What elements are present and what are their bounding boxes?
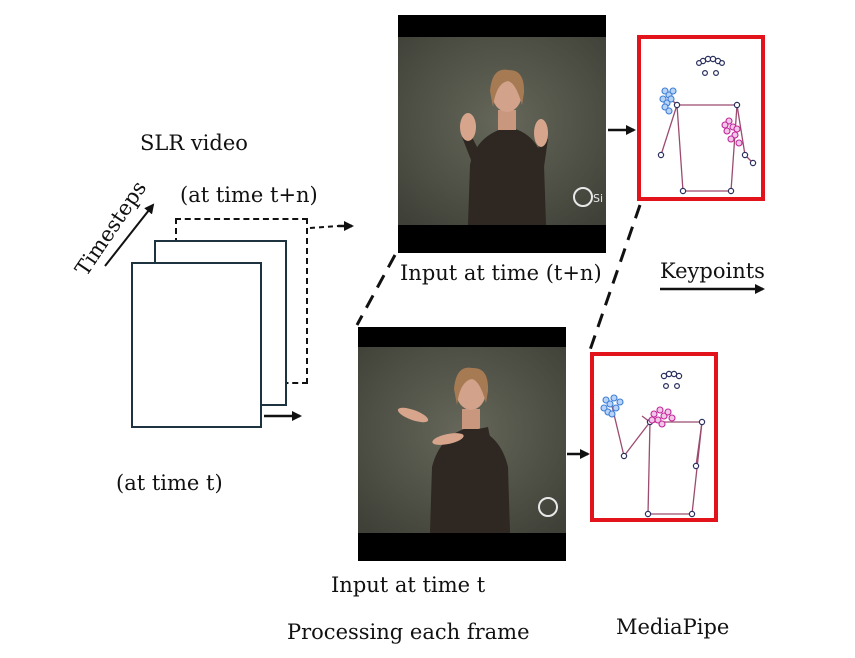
- mediapipe-label: MediaPipe: [616, 615, 730, 639]
- frame-stack-front: [131, 262, 262, 428]
- watermark-text: Si: [593, 192, 603, 205]
- video-frame-t-plus-n: Si: [398, 15, 606, 253]
- input-t-plus-n-label: Input at time (t+n): [400, 261, 602, 285]
- time-tn-label: (at time t+n): [180, 183, 318, 207]
- skeleton-t-plus-n: [657, 55, 757, 195]
- zoom-line-videos: [355, 254, 397, 326]
- dashed-link-back-frame: [309, 225, 339, 229]
- signer-image-t-plus-n: Si: [398, 37, 606, 225]
- keypoints-panel-t-plus-n: [637, 35, 765, 201]
- processing-label: Processing each frame: [287, 620, 530, 644]
- slr-video-label: SLR video: [140, 131, 248, 155]
- keypoints-label: Keypoints: [660, 259, 765, 283]
- keypoints-panel-t: [590, 352, 718, 522]
- skeleton-t: [600, 370, 706, 518]
- time-t-label: (at time t): [116, 471, 223, 495]
- input-t-label: Input at time t: [331, 573, 486, 597]
- video-frame-t: [358, 327, 566, 561]
- signer-image-t: [358, 347, 566, 533]
